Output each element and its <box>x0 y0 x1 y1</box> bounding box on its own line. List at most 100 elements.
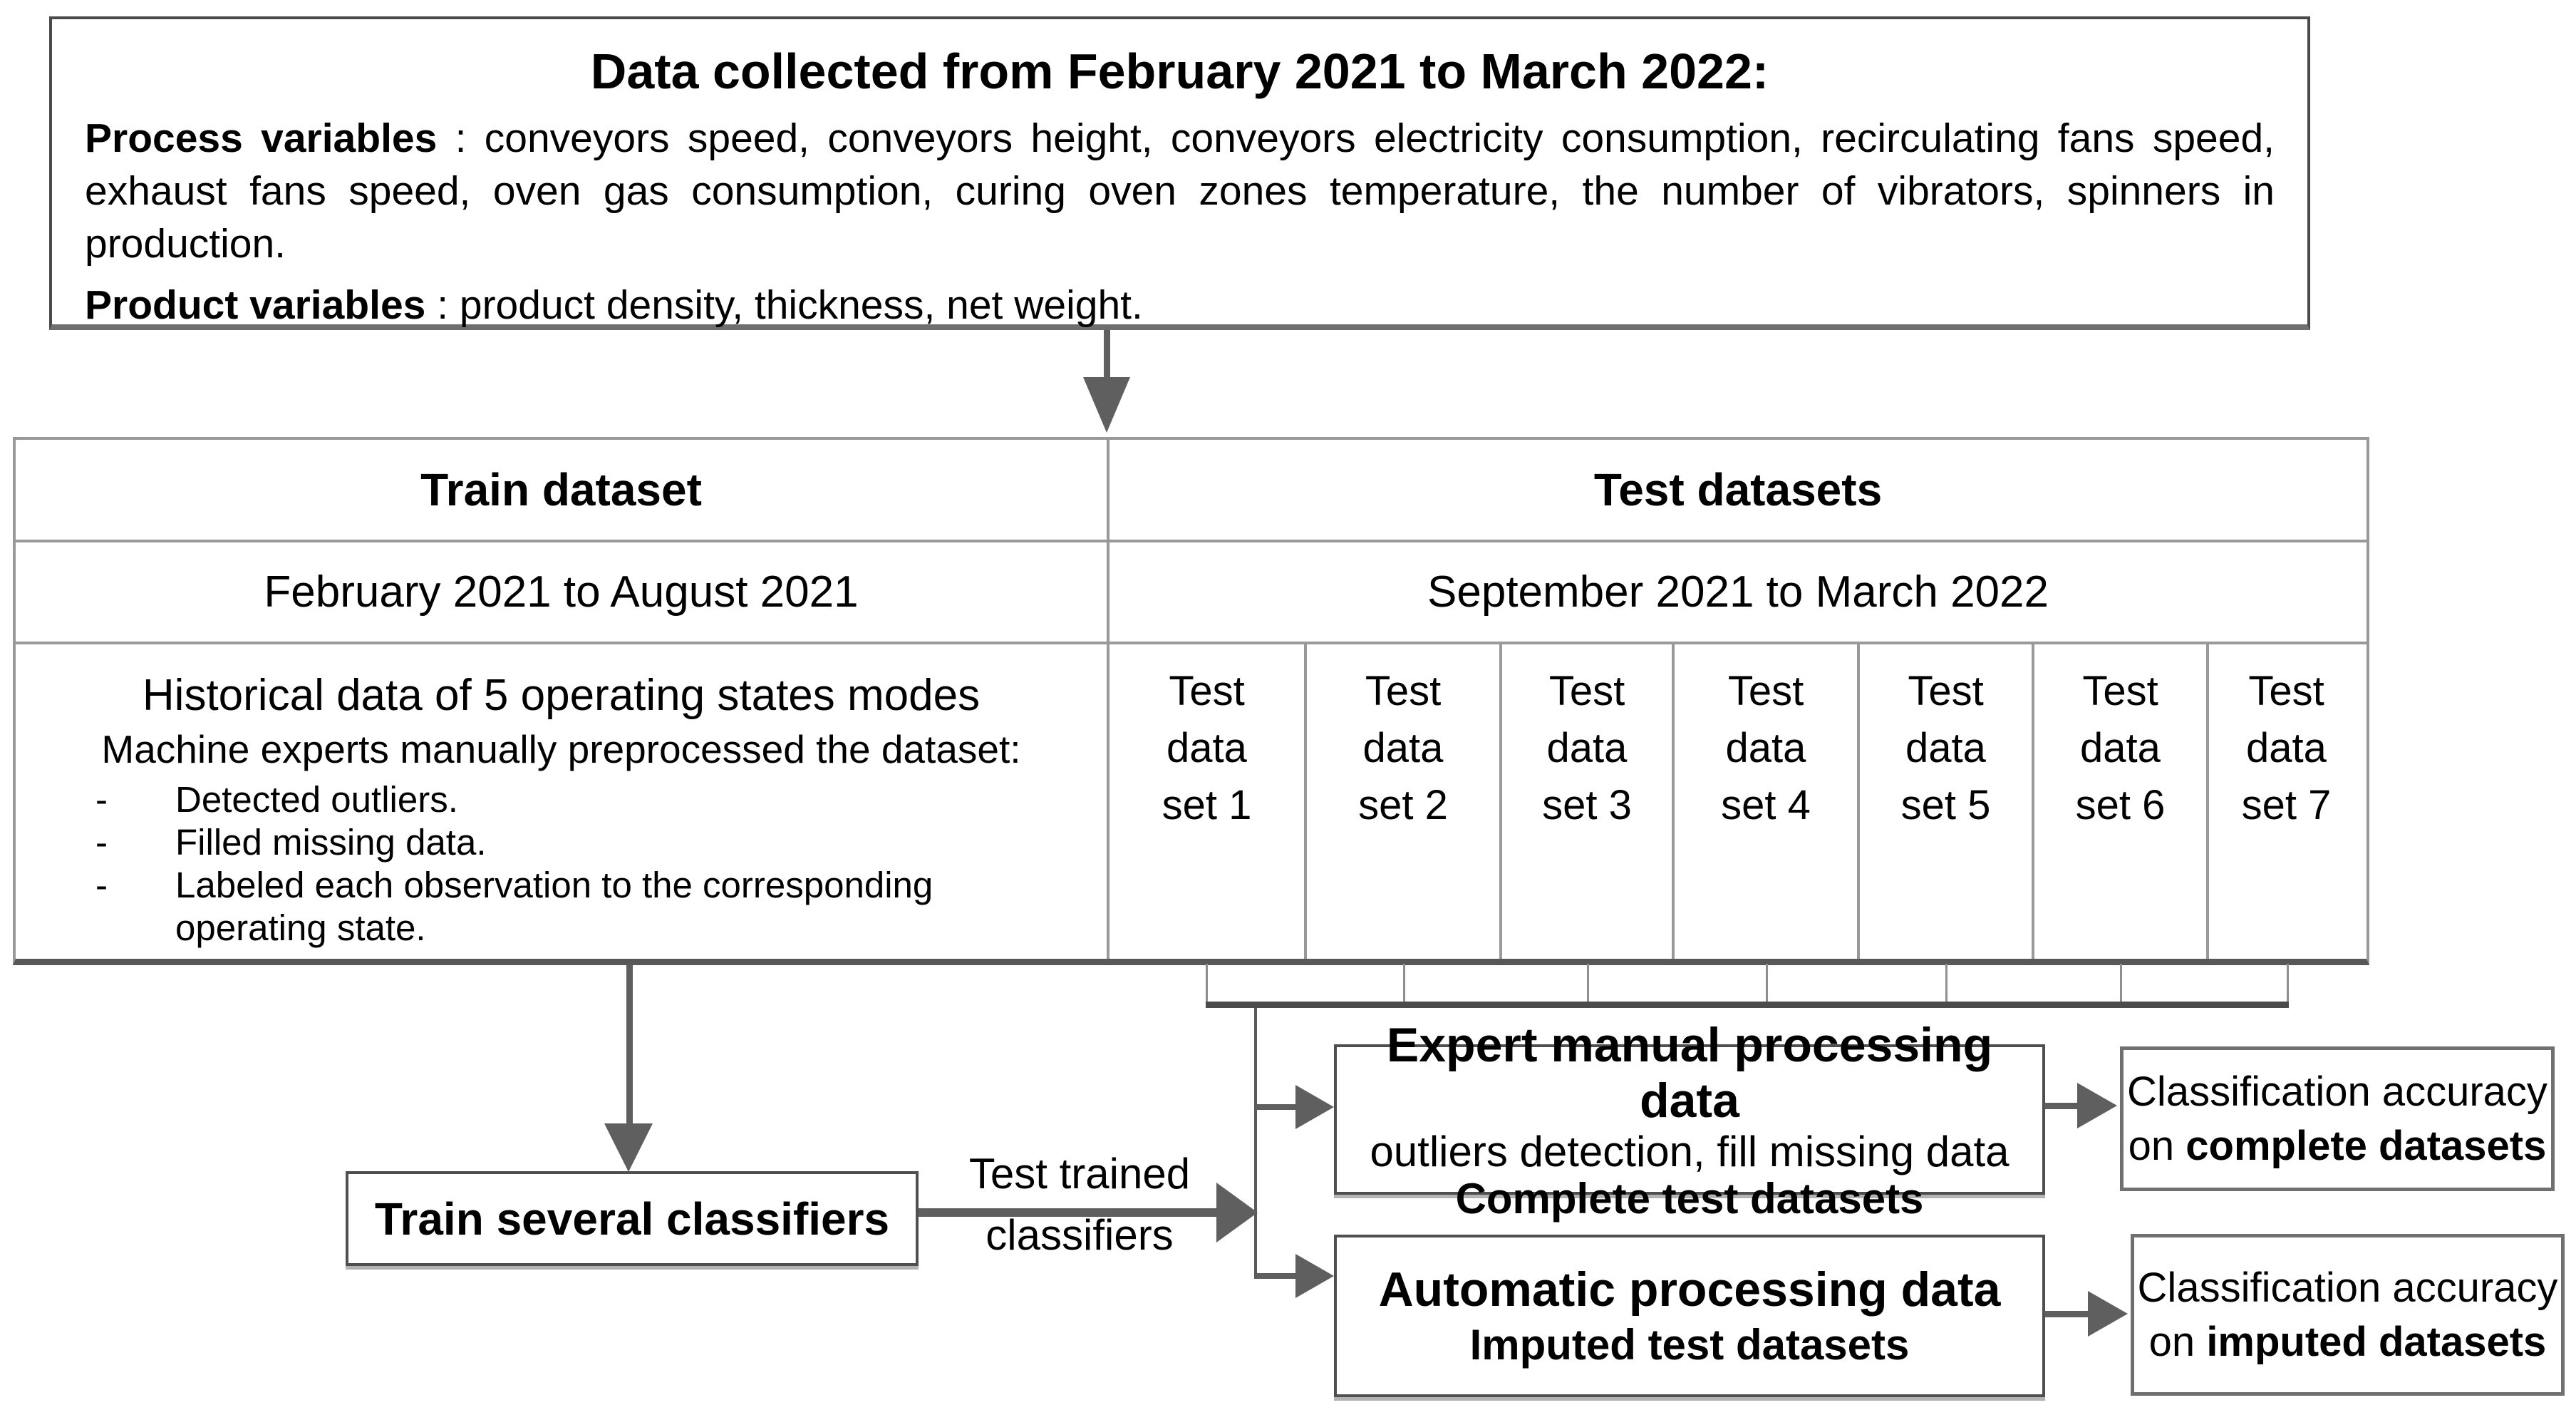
dataset-table: Train dataset Test datasets February 202… <box>13 437 2369 965</box>
test-dataset-cell: Test data set 4 <box>1675 644 1857 959</box>
expert-processing-title: Expert manual processing data <box>1386 1017 1993 1128</box>
test-dataset-cell-line: set 7 <box>2241 782 2332 828</box>
accuracy-imputed-box: Classification accuracy on imputed datas… <box>2131 1234 2565 1396</box>
expert-processing-footer: Complete test datasets <box>1455 1174 1924 1223</box>
bracket-tick <box>1766 964 1768 1002</box>
train-down-arrow-stem <box>626 965 633 1123</box>
train-content-cell: Historical data of 5 operating states mo… <box>16 644 1107 959</box>
train-down-arrow-head <box>604 1123 653 1172</box>
expert-to-accuracy-arrow-head <box>2077 1083 2117 1128</box>
test-trained-label-line2: classifiers <box>986 1211 1174 1259</box>
test-column-divider <box>1304 642 1307 959</box>
test-dataset-cell: Test data set 3 <box>1502 644 1672 959</box>
expert-to-accuracy-arrow-stem <box>2044 1103 2080 1109</box>
test-dataset-cell: Test data set 2 <box>1307 644 1499 959</box>
test-dataset-cell-line: data <box>2246 725 2327 771</box>
bracket-tick <box>1403 964 1405 1002</box>
test-dataset-cell-line: Test <box>1908 668 1984 714</box>
test-trained-arrow-head <box>1216 1183 1258 1242</box>
test-dataset-cell-line: set 4 <box>1721 782 1811 828</box>
test-period: September 2021 to March 2022 <box>1427 567 2049 617</box>
train-dataset-header: Train dataset <box>420 464 702 515</box>
product-variables-paragraph: Product variables : product density, thi… <box>85 279 2275 331</box>
test-column-divider <box>1499 642 1502 959</box>
diagram-title: Data collected from February 2021 to Mar… <box>590 43 1769 99</box>
accuracy-complete-box: Classification accuracy on complete data… <box>2120 1046 2555 1191</box>
test-dataset-cell-line: set 6 <box>2075 782 2166 828</box>
bracket-tick <box>2287 964 2289 1002</box>
automatic-processing-box: Automatic processing data Imputed test d… <box>1334 1235 2045 1397</box>
automatic-processing-footer: Imputed test datasets <box>1469 1321 1910 1369</box>
bullet-item: - Labeled each observation to the corresp… <box>16 864 1107 949</box>
accuracy-complete-line1: Classification accuracy <box>2127 1068 2547 1115</box>
test-dataset-cell-line: Test <box>1365 668 1442 714</box>
accuracy-complete-prefix: on <box>2128 1122 2186 1169</box>
test-trained-label: Test trained classifiers <box>916 1143 1243 1266</box>
test-dataset-cell: Test data set 1 <box>1109 644 1304 959</box>
top-to-table-arrow-head <box>1083 377 1130 433</box>
test-dataset-cell-line: Test <box>2248 668 2324 714</box>
train-test-divider <box>1107 440 1109 959</box>
accuracy-complete-line2: on complete datasets <box>2128 1119 2547 1173</box>
accuracy-imputed-bold: imputed datasets <box>2206 1318 2547 1365</box>
auto-to-accuracy-arrow-head <box>2088 1291 2128 1337</box>
test-dataset-cell-line: set 1 <box>1162 782 1252 828</box>
process-variables-text: : conveyors speed, conveyors height, con… <box>85 115 2275 267</box>
test-dataset-cell-line: set 2 <box>1358 782 1448 828</box>
branch-vertical-line <box>1254 1008 1257 1279</box>
bracket-tick <box>1587 964 1589 1002</box>
bullet-item: - Filled missing data. <box>16 821 1107 864</box>
bracket-tick <box>1206 964 1208 1002</box>
accuracy-imputed-line2: on imputed datasets <box>2149 1315 2547 1369</box>
test-dataset-cell-line: Test <box>1548 668 1625 714</box>
train-content-heading: Historical data of 5 operating states mo… <box>142 671 981 720</box>
expert-processing-detail: outliers detection, fill missing data <box>1370 1127 2009 1175</box>
product-variables-text: : product density, thickness, net weight… <box>425 282 1143 328</box>
test-datasets-header: Test datasets <box>1593 464 1883 515</box>
test-dataset-cell-line: data <box>1362 725 1444 771</box>
process-variables-label: Process variables <box>85 115 438 161</box>
test-dataset-cell-line: data <box>2080 725 2161 771</box>
bracket-tick <box>2120 964 2122 1002</box>
train-content-subheading: Machine experts manually preprocessed th… <box>101 727 1021 771</box>
train-period: February 2021 to August 2021 <box>264 567 859 617</box>
row-divider-2 <box>16 642 2366 644</box>
product-variables-label: Product variables <box>85 282 426 328</box>
test-trained-arrow-stem <box>919 1208 1221 1217</box>
test-dataset-cell-line: data <box>1905 725 1986 771</box>
test-dataset-cell: Test data set 6 <box>2034 644 2206 959</box>
test-dataset-cell-line: data <box>1725 725 1806 771</box>
test-column-divider <box>2032 642 2034 959</box>
auto-to-accuracy-arrow-stem <box>2044 1311 2091 1317</box>
automatic-processing-title: Automatic processing data <box>1378 1262 2001 1317</box>
expert-processing-box: Expert manual processing data outliers d… <box>1334 1018 2045 1222</box>
data-collection-box: Data collected from February 2021 to Mar… <box>49 16 2310 330</box>
bracket-tick <box>1945 964 1947 1002</box>
test-dataset-cell-line: set 3 <box>1542 782 1632 828</box>
process-variables-paragraph: Process variables : conveyors speed, con… <box>85 112 2275 270</box>
test-dataset-cell-line: Test <box>2082 668 2158 714</box>
test-dataset-cell-line: Test <box>1727 668 1804 714</box>
train-classifiers-box: Train several classifiers <box>346 1171 919 1266</box>
bullet-dash: - <box>95 822 108 863</box>
bullet-dash: - <box>95 779 108 820</box>
test-dataset-cell-line: Test <box>1169 668 1245 714</box>
branch-arrow-top-stem <box>1256 1104 1298 1110</box>
bullet-text: Labeled each observation to the correspo… <box>175 865 933 948</box>
branch-arrow-bottom-stem <box>1256 1273 1298 1279</box>
test-column-divider <box>1672 642 1675 959</box>
top-to-table-arrow-stem <box>1104 330 1110 377</box>
bullet-dash: - <box>95 865 108 905</box>
test-dataset-cell-line: set 5 <box>1900 782 1991 828</box>
bullet-text: Filled missing data. <box>175 822 487 863</box>
test-dataset-cell: Test data set 7 <box>2209 644 2364 959</box>
test-trained-label-line1: Test trained <box>968 1150 1191 1198</box>
test-dataset-cell-line: data <box>1546 725 1628 771</box>
test-dataset-cell-line: data <box>1167 725 1247 771</box>
bullet-item: - Detected outliers. <box>16 778 1107 821</box>
bullet-text: Detected outliers. <box>175 779 458 820</box>
accuracy-imputed-line1: Classification accuracy <box>2137 1264 2558 1311</box>
test-dataset-cell: Test data set 5 <box>1860 644 2032 959</box>
branch-arrow-bottom-head <box>1295 1254 1334 1298</box>
